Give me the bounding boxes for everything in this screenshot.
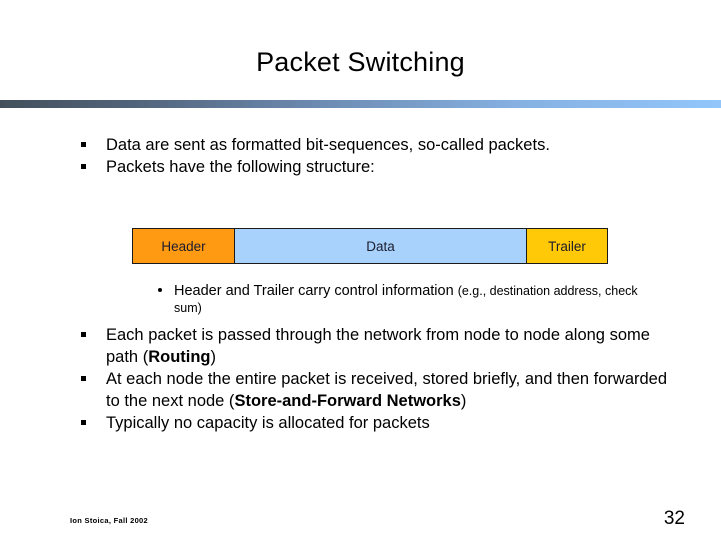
bullet-text: Typically no capacity is allocated for p… bbox=[106, 414, 430, 432]
square-bullet-icon bbox=[81, 164, 86, 169]
bullet-item: Data are sent as formatted bit-sequences… bbox=[78, 134, 678, 156]
bullet-text: At each node the entire packet is receiv… bbox=[106, 370, 668, 410]
sub-bullet-control-info: Header and Trailer carry control informa… bbox=[158, 283, 644, 317]
title-divider-bar bbox=[0, 100, 721, 108]
bullet-item: Packets have the following structure: bbox=[78, 156, 678, 178]
square-bullet-icon bbox=[81, 420, 86, 425]
bullet-list-bottom: Each packet is passed through the networ… bbox=[78, 324, 678, 434]
bullet-text: ) bbox=[210, 348, 217, 366]
bullet-list-top: Data are sent as formatted bit-sequences… bbox=[78, 134, 678, 178]
bullet-item: At each node the entire packet is receiv… bbox=[78, 368, 678, 412]
bullet-text: ) bbox=[460, 392, 467, 410]
sub-bullet-lead: Header and Trailer carry control informa… bbox=[174, 283, 458, 299]
packet-segment-data: Data bbox=[235, 229, 527, 263]
bullet-text: Packets have the following structure: bbox=[106, 158, 375, 176]
packet-segment-trailer: Trailer bbox=[527, 229, 607, 263]
sub-bullet-detail: (e.g., destination address, check sum) bbox=[174, 284, 638, 315]
page-title: Packet Switching bbox=[256, 47, 465, 78]
page-number: 32 bbox=[663, 508, 685, 529]
bullet-text: Each packet is passed through the networ… bbox=[106, 326, 650, 366]
bullet-item: Each packet is passed through the networ… bbox=[78, 324, 678, 368]
square-bullet-icon bbox=[81, 142, 86, 147]
round-bullet-icon bbox=[158, 288, 162, 292]
square-bullet-icon bbox=[81, 376, 86, 381]
bullet-emphasis: Routing bbox=[148, 348, 211, 366]
footer-credit: Ion Stoica, Fall 2002 bbox=[70, 516, 148, 525]
bullet-text: Data are sent as formatted bit-sequences… bbox=[106, 136, 550, 154]
packet-segment-header: Header bbox=[133, 229, 235, 263]
square-bullet-icon bbox=[81, 332, 86, 337]
bullet-item: Typically no capacity is allocated for p… bbox=[78, 412, 678, 434]
bullet-emphasis: Store-and-Forward Networks bbox=[234, 392, 461, 410]
